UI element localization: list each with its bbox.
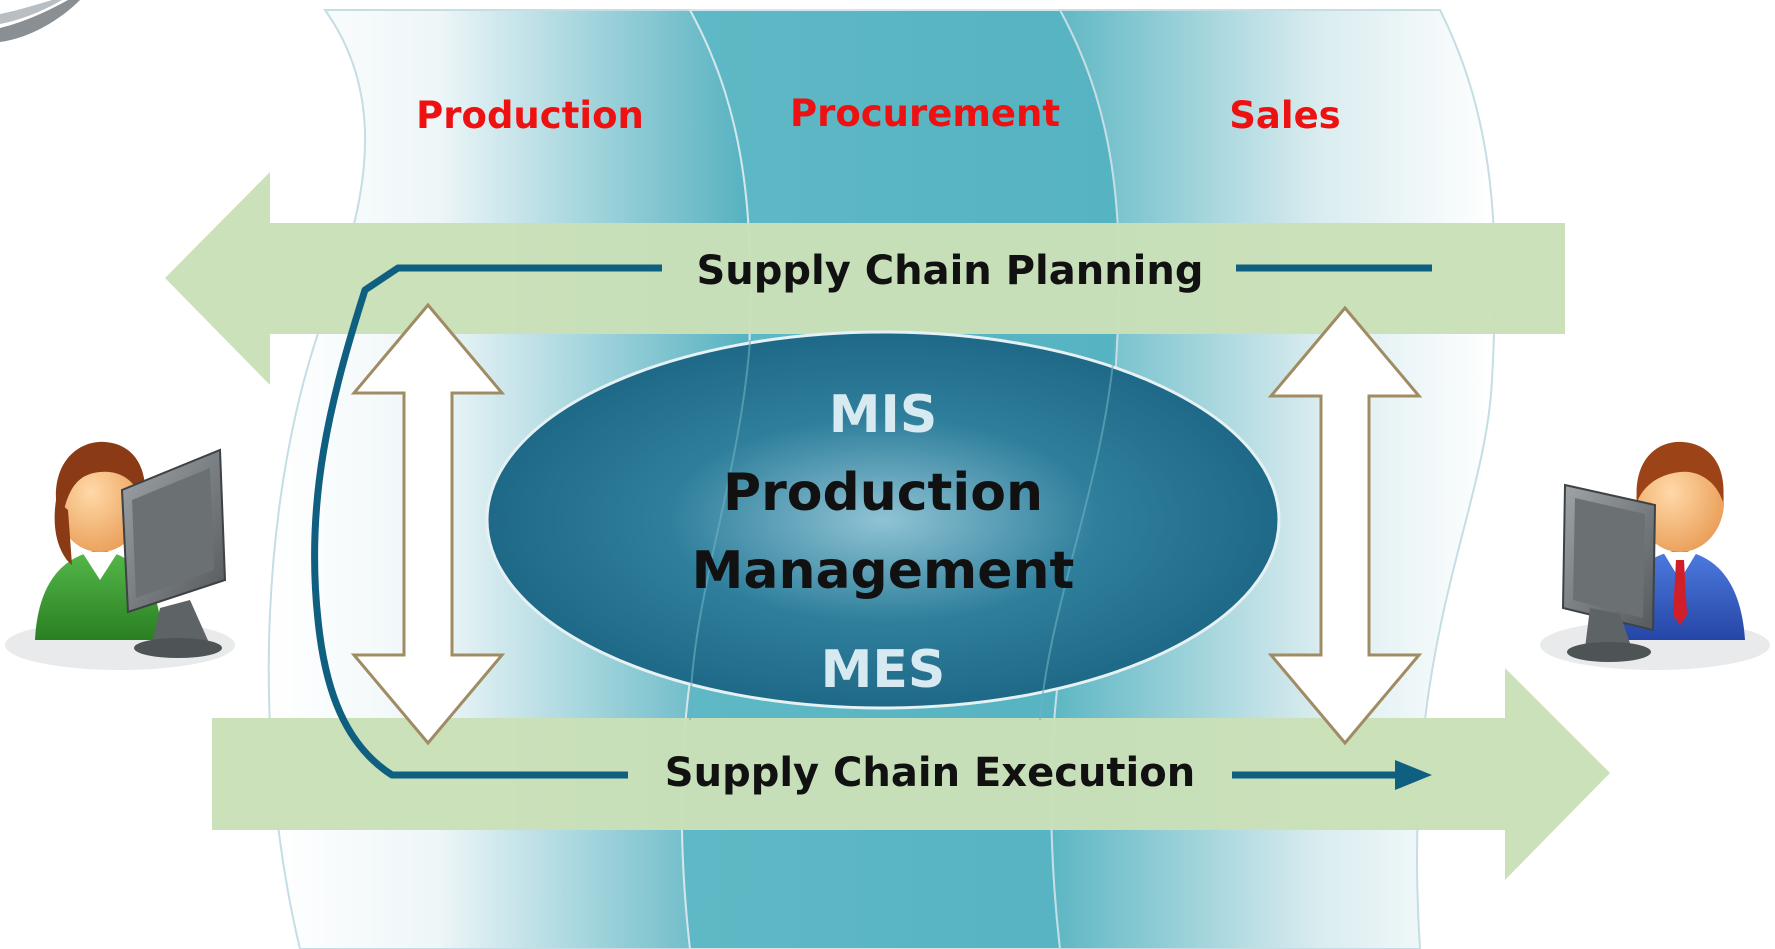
execution-label: Supply Chain Execution	[665, 750, 1195, 796]
double-arrow-right	[1267, 305, 1423, 746]
ellipse-label-line2: Management	[692, 541, 1075, 601]
production-management-ellipse	[485, 330, 1281, 710]
double-arrow-left	[350, 302, 506, 746]
divider-line-right	[1039, 339, 1116, 721]
user-male-computer-icon	[1540, 441, 1770, 670]
column-labels: Production Procurement Sales	[416, 92, 1341, 137]
ellipse-label-line1: Production	[723, 463, 1043, 523]
column-label-procurement: Procurement	[790, 92, 1060, 135]
ellipse-label-mes: MES	[821, 640, 946, 700]
corner-logo-icon	[0, 0, 80, 42]
ellipse-label-mis: MIS	[829, 385, 938, 445]
divider-line-left	[689, 339, 751, 721]
execution-band-arrow	[212, 668, 1610, 880]
planning-label: Supply Chain Planning	[697, 248, 1204, 294]
column-label-sales: Sales	[1229, 94, 1340, 137]
execution-arrowhead	[1395, 760, 1432, 790]
user-female-computer-icon	[5, 441, 235, 670]
column-label-production: Production	[416, 94, 644, 137]
planning-band-arrow	[165, 172, 1565, 385]
planning-execution-loop-line	[311, 264, 662, 779]
